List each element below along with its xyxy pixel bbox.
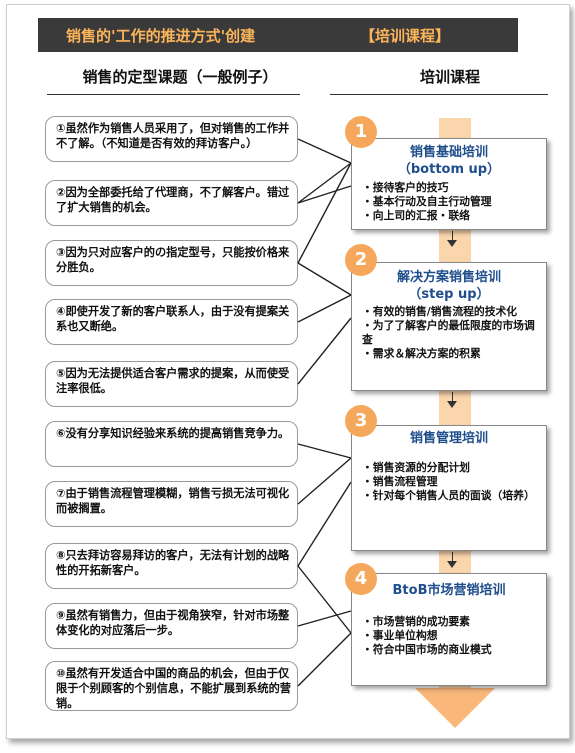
connector-line-8 bbox=[297, 443, 352, 459]
course-1-item-1: ・接待客户的技巧 bbox=[362, 181, 449, 194]
problem-box-1: ①虽然作为销售人员采用了，但对销售的工作并不了解。（不知道是否有效的拜访客户。） bbox=[45, 116, 298, 162]
course-box-1: 销售基础培训 （bottom up） ・接待客户的技巧 ・基本行动及自主行动管理… bbox=[351, 138, 547, 230]
course-badge-3: 3 bbox=[345, 405, 377, 437]
problem-text-10: ⑩虽然有开发适合中国的商品的机会，但由于仅限于个别顾客的个别信息，不能扩展到系统… bbox=[56, 667, 291, 710]
problem-text-7: ⑦由于销售流程管理模糊，销售亏损无法可视化而被搁置。 bbox=[56, 487, 290, 515]
course-3-item-3: ・针对每个销售人员的面谈（培养） bbox=[362, 489, 535, 502]
course-title-4: BtoB市场营销培训 bbox=[392, 583, 506, 598]
course-badge-1: 1 bbox=[345, 116, 377, 148]
problem-text-9: ⑨虽然有销售力，但由于视角狭窄，针对市场整体变化的对应落后一步。 bbox=[56, 609, 290, 637]
problem-text-6: ⑥没有分享知识经验来系统的提高销售竞争力。 bbox=[56, 427, 290, 440]
problem-box-6: ⑥没有分享知识经验来系统的提高销售竞争力。 bbox=[45, 421, 298, 467]
course-1-item-3: ・向上司的汇报・联络 bbox=[362, 209, 470, 222]
problem-text-4: ④即使开发了新的客户联系人，由于没有提案关系也又断绝。 bbox=[56, 305, 290, 333]
problem-box-4: ④即使开发了新的客户联系人，由于没有提案关系也又断绝。 bbox=[45, 299, 298, 345]
slide-title: 销售的'工作的推进方式'创建 bbox=[66, 26, 256, 45]
connector-line-12 bbox=[297, 632, 352, 687]
title-bar: 销售的'工作的推进方式'创建 【培训课程】 bbox=[38, 18, 518, 52]
flow-arrowhead-1 bbox=[447, 240, 457, 247]
connector-line-6 bbox=[297, 294, 352, 323]
problem-text-1: ①虽然作为销售人员采用了，但对销售的工作并不了解。（不知道是否有效的拜访客户。） bbox=[56, 122, 290, 150]
course-box-2: 解决方案销售培训 （step up） ・有效的销售/销售流程的技术化 ・为了了解… bbox=[351, 262, 547, 391]
problem-box-3: ③因为只对应客户的の指定型号，只能按价格来分胜负。 bbox=[45, 240, 298, 286]
course-1-item-2: ・基本行动及自主行动管理 bbox=[362, 195, 492, 208]
connector-line-13 bbox=[297, 565, 352, 634]
course-4-item-2: ・事业单位构想 bbox=[362, 629, 438, 642]
course-title-2: 解决方案销售培训 bbox=[396, 270, 501, 285]
course-box-4: BtoB市场营销培训 ・市场营销的成功要素 ・事业单位构想 ・符合中国市场的商业… bbox=[351, 573, 547, 686]
left-column-heading: 销售的定型课题（一般例子） bbox=[82, 68, 278, 86]
connector-line-9 bbox=[297, 457, 352, 505]
problem-box-2: ②因为全部委托给了代理商，不了解客户。错过了扩大销售的机会。 bbox=[45, 180, 298, 226]
problem-box-7: ⑦由于销售流程管理模糊，销售亏损无法可视化而被搁置。 bbox=[45, 481, 298, 527]
course-2-item-3: ・需求＆解决方案的积累 bbox=[362, 347, 481, 360]
problem-text-5: ⑤因为无法提供适合客户需求的提案，从而使受注率很低。 bbox=[56, 367, 290, 395]
connector-line-10 bbox=[297, 481, 352, 567]
flow-tick-3 bbox=[452, 552, 453, 562]
connector-line-2 bbox=[297, 162, 352, 204]
problem-box-5: ⑤因为无法提供适合客户需求的提案，从而使受注率很低。 bbox=[45, 361, 298, 407]
course-3-item-1: ・销售资源的分配计划 bbox=[362, 461, 470, 474]
course-3-item-2: ・销售流程管理 bbox=[362, 475, 438, 488]
problem-text-3: ③因为只对应客户的の指定型号，只能按价格来分胜负。 bbox=[56, 246, 290, 274]
problem-text-8: ⑧只去拜访容易拜访的客户，无法有计划的战略性的开拓新客户。 bbox=[56, 549, 290, 577]
left-heading-rule bbox=[47, 94, 300, 95]
course-4-item-1: ・市场营销的成功要素 bbox=[362, 615, 470, 628]
progression-arrow-head bbox=[415, 688, 495, 728]
flow-tick-2 bbox=[452, 392, 453, 402]
course-title-1: 销售基础培训 bbox=[409, 145, 488, 160]
problem-box-8: ⑧只去拜访容易拜访的客户，无法有计划的战略性的开拓新客户。 bbox=[45, 543, 298, 589]
connector-line-5 bbox=[297, 262, 352, 296]
flow-tick-1 bbox=[452, 231, 453, 241]
course-subtitle-2: （step up） bbox=[408, 287, 490, 302]
course-box-3: 销售管理培训 ・销售资源的分配计划 ・销售流程管理 ・针对每个销售人员的面谈（培… bbox=[351, 425, 547, 551]
problem-box-10: ⑩虽然有开发适合中国的商品的机会，但由于仅限于个别顾客的个别信息，不能扩展到系统… bbox=[45, 661, 298, 711]
course-2-item-2: ・为了了解客户的最低限度的市场调查 bbox=[362, 319, 535, 346]
slide-tag: 【培训课程】 bbox=[360, 26, 451, 45]
flow-arrowhead-3 bbox=[447, 561, 457, 568]
course-badge-4: 4 bbox=[345, 563, 377, 595]
course-badge-2: 2 bbox=[345, 244, 377, 276]
connector-line-7 bbox=[297, 317, 352, 385]
connector-line-1 bbox=[297, 138, 352, 164]
problem-box-9: ⑨虽然有销售力，但由于视角狭窄，针对市场整体变化的对应落后一步。 bbox=[45, 603, 298, 649]
course-title-3: 销售管理培训 bbox=[409, 431, 488, 446]
problem-text-2: ②因为全部委托给了代理商，不了解客户。错过了扩大销售的机会。 bbox=[56, 186, 290, 214]
course-subtitle-1: （bottom up） bbox=[397, 162, 501, 177]
connector-line-3 bbox=[297, 162, 352, 264]
right-heading-rule bbox=[330, 94, 548, 95]
right-column-heading: 培训课程 bbox=[419, 68, 480, 86]
course-2-item-1: ・有效的销售/销售流程的技术化 bbox=[362, 305, 518, 318]
connector-line-4 bbox=[297, 185, 352, 204]
connector-line-11 bbox=[297, 610, 352, 627]
flow-arrowhead-2 bbox=[447, 401, 457, 408]
course-4-item-3: ・符合中国市场的商业模式 bbox=[362, 643, 492, 656]
